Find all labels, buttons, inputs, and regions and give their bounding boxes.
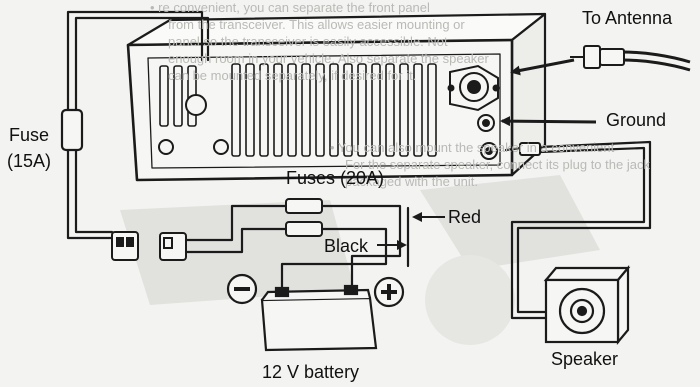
bg-line: • You can also mount the speaker in a co…	[330, 140, 615, 155]
mount-screw-left	[185, 94, 207, 116]
heatsink-fin	[159, 65, 169, 127]
antenna-socket	[447, 64, 500, 112]
mount-screw-left-2	[158, 139, 174, 155]
bg-line: panel so the transceiver is easily acces…	[168, 34, 448, 49]
label-black: Black	[324, 236, 369, 256]
battery-terminal-negative	[274, 286, 290, 298]
battery-cables	[184, 204, 410, 294]
heatsink-fin	[399, 63, 409, 157]
label-battery: 12 V battery	[262, 362, 360, 382]
bg-line: For the separate speaker, connect its pl…	[345, 157, 650, 172]
polarity-signs	[226, 273, 405, 308]
arrow-to-antenna	[510, 58, 575, 76]
heatsink-fin	[287, 63, 297, 157]
bg-line: enough room in your vehicle. Also separa…	[168, 51, 489, 66]
heatsink-fin	[427, 63, 437, 157]
label-red: Red	[448, 207, 482, 227]
heatsink-fin	[259, 63, 269, 157]
heatsink-fin	[343, 63, 353, 157]
bg-line: packaged with the unit.	[345, 174, 478, 189]
connector-plug	[111, 231, 139, 261]
inline-fuse-15a	[60, 108, 84, 152]
heatsink-fin	[301, 63, 311, 157]
label-fuses: Fuses (20A)	[286, 168, 385, 188]
rear-connectors	[158, 64, 500, 160]
bg-line: can be mounted separately, if desired fo…	[168, 68, 417, 83]
fuses-20a	[285, 198, 323, 237]
bg-line: from the transceiver. This allows easier…	[168, 17, 465, 32]
antenna-plug	[570, 45, 691, 72]
heatsink-fin	[385, 63, 395, 157]
heatsink-fin	[413, 63, 423, 157]
speaker-cable	[504, 140, 652, 320]
heatsink-fin	[273, 63, 283, 157]
heatsink-fin	[173, 65, 183, 127]
fuse-20a-red	[285, 198, 323, 214]
label-fuse: Fuse	[8, 125, 50, 145]
power-connectors	[111, 231, 187, 261]
mount-screw-mid	[213, 139, 229, 155]
power-cord	[60, 10, 210, 240]
heatsink-fin	[371, 63, 381, 157]
heatsink-fin	[329, 63, 339, 157]
heatsink-fin	[315, 63, 325, 157]
heatsink-fin	[357, 63, 367, 157]
battery-terminal-positive	[343, 284, 359, 296]
heatsink-fin	[231, 63, 241, 157]
label-speaker: Speaker	[551, 349, 619, 369]
battery	[260, 284, 378, 352]
label-ground: Ground	[606, 110, 667, 130]
speaker-plug	[519, 142, 541, 156]
speaker	[543, 264, 631, 346]
callout-arrows	[377, 58, 597, 250]
heatsink-fin	[245, 63, 255, 157]
label-fuse-rating: (15A)	[6, 151, 51, 171]
heatsink-fins	[159, 63, 437, 157]
label-to-antenna: To Antenna	[582, 8, 673, 28]
arrow-to-ground	[500, 116, 597, 127]
bg-line: • re convenient, you can separate the fr…	[150, 0, 430, 15]
fuse-20a-black	[285, 221, 323, 237]
